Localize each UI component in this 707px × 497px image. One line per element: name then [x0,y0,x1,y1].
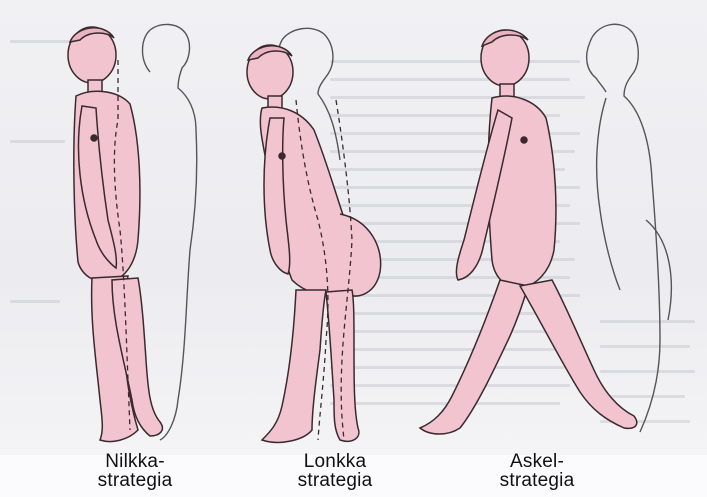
caption-ankle-strategy: Nilkka- strategia [50,452,220,490]
caption-ankle-line2: strategia [50,471,220,490]
step-strategy-figure [420,30,637,434]
caption-hip-strategy: Lonkka strategia [250,452,420,490]
hip-strategy-figure [247,45,381,442]
caption-hip-line1: Lonkka [250,452,420,471]
caption-step-line1: Askel- [452,452,622,471]
caption-step-strategy: Askel- strategia [452,452,622,490]
caption-hip-line2: strategia [250,471,420,490]
step-strategy-ghost-figure [587,24,672,432]
caption-ankle-line1: Nilkka- [50,452,220,471]
caption-step-line2: strategia [452,471,622,490]
balance-strategies-illustration [0,0,707,455]
ankle-strategy-figure [68,27,162,442]
ankle-strategy-ghost-figure [143,24,197,440]
